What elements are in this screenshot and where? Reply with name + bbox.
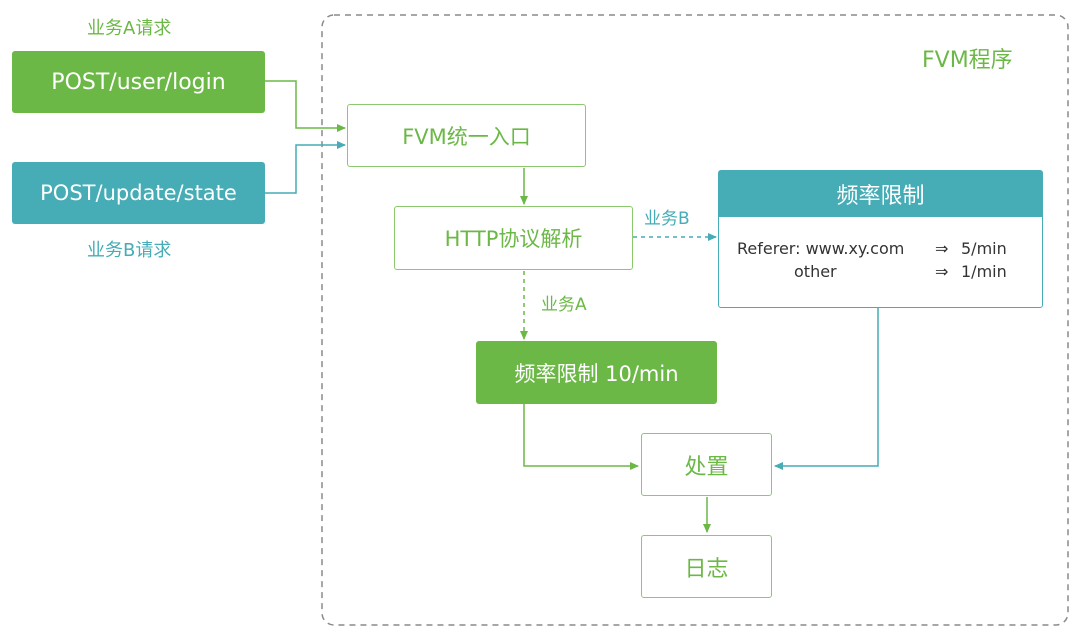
node-http-parse: HTTP协议解析 bbox=[394, 206, 633, 270]
request-b-caption: 业务B请求 bbox=[87, 240, 172, 261]
node-rate-limit-a: 频率限制 10/min bbox=[476, 341, 717, 404]
node-entry: FVM统一入口 bbox=[347, 104, 586, 167]
rule-1-limit: 5/min bbox=[961, 239, 1007, 258]
rule-2-limit: 1/min bbox=[961, 262, 1007, 281]
edge-label-business-a: 业务A bbox=[541, 295, 587, 315]
fvm-container-border bbox=[321, 14, 1069, 626]
arrow-rate-a-to-handle bbox=[523, 404, 639, 470]
request-a-caption: 业务A请求 bbox=[87, 18, 172, 39]
edge-label-business-b: 业务B bbox=[644, 209, 690, 229]
arrow-request-a-to-entry bbox=[265, 80, 346, 132]
rule-2-arrow: ⇒ bbox=[935, 262, 949, 281]
container-title: FVM程序 bbox=[922, 48, 1013, 73]
node-rate-limit-b: 频率限制 bbox=[718, 170, 1043, 308]
rule-2-condition: other bbox=[794, 262, 837, 281]
rule-1-condition: Referer: www.xy.com bbox=[737, 239, 905, 258]
arrow-rate-b-to-handle bbox=[774, 308, 879, 470]
request-a-endpoint: POST/user/login bbox=[12, 51, 265, 113]
node-handle: 处置 bbox=[641, 433, 772, 496]
arrow-request-b-to-entry bbox=[265, 141, 346, 194]
request-b-endpoint: POST/update/state bbox=[12, 162, 265, 224]
rule-1-arrow: ⇒ bbox=[935, 239, 949, 258]
rate-limit-b-title: 频率限制 bbox=[719, 171, 1042, 217]
node-log: 日志 bbox=[641, 535, 772, 598]
